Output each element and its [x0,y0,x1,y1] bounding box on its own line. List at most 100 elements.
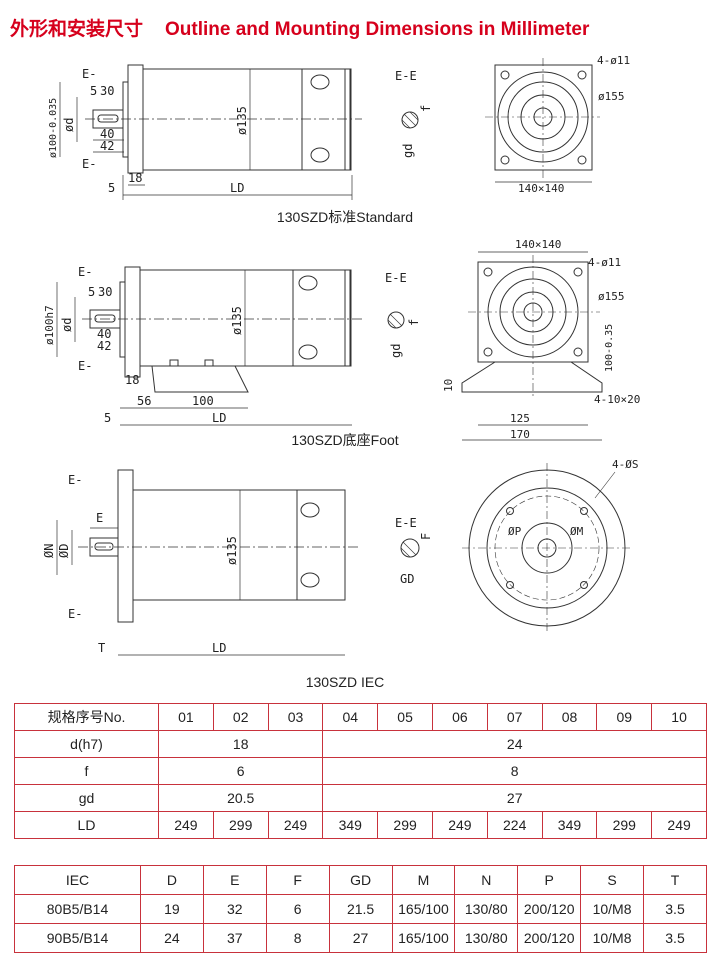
table-cell: 3.5 [643,923,707,953]
table-cell: 37 [202,923,267,953]
len40-label: 40 [100,127,114,141]
header-cell: T [643,865,707,895]
section-label: E-E [395,516,417,530]
table-row: LD 249 299 249 349 299 249 224 349 299 2… [14,811,707,839]
ld-label: LD [230,181,244,195]
len40-label: 40 [97,327,111,341]
header-cell: 10 [651,703,707,731]
foot-caption: 130SZD底座Foot [291,432,398,448]
header-cell: 01 [158,703,214,731]
f-label: F [419,533,433,540]
header-cell: E [202,865,267,895]
row-label: LD [14,811,159,839]
title-en: Outline and Mounting Dimensions in Milli… [165,19,590,40]
section-label: E-E [395,69,417,83]
table-cell: 299 [377,811,433,839]
square-label: 140×140 [515,238,561,251]
slots-label: 4-10×20 [594,393,640,406]
shaft-dia-label: ød [60,318,74,332]
len42-label: 42 [97,339,111,353]
header-cell: 04 [322,703,379,731]
iec-side-view [56,469,358,656]
table-cell: 349 [541,811,598,839]
pcd-label: ø155 [598,290,625,303]
e-top-label: E- [68,473,82,487]
table-cell: 21.5 [328,894,393,924]
m-label: ØM [570,525,584,538]
e-top-label: E- [82,67,96,81]
header-cell: 02 [212,703,269,731]
table-cell: 200/120 [517,923,582,953]
header-cell: P [517,865,582,895]
table-cell: 27 [322,784,707,812]
table-cell: 8 [265,923,330,953]
table-cell: 90B5/B14 [14,923,141,953]
table-cell: 8 [322,757,707,785]
f-label: f [407,319,421,326]
key-label: 5 [88,285,95,299]
body-dia-label: ø135 [225,536,239,565]
shaft-len-label: 30 [98,285,112,299]
header-cell: S [580,865,644,895]
header-cell: F [265,865,330,895]
spec-table: 规格序号No. 01 02 03 04 05 06 07 08 09 10 d(… [14,703,707,839]
table-cell: 10/M8 [580,923,644,953]
dimension-drawings: E- E- 5 30 ø100-0.035 ød 40 42 ø135 18 5… [42,54,640,690]
table-cell: 224 [486,811,543,839]
table-cell: 165/100 [391,923,456,953]
iec-caption: 130SZD IEC [306,674,385,690]
standard-end-view [485,58,600,183]
key-label: 5 [90,84,97,98]
header-cell: M [391,865,456,895]
standard-side-view [59,64,362,200]
len42-label: 42 [100,139,114,153]
iec-section-view [400,538,420,558]
gd-label: gd [401,144,415,158]
table-row: d(h7) 18 24 [14,730,707,758]
foot-end-view [461,251,603,441]
header-cell: D [140,865,204,895]
foot-side-view [56,266,362,426]
ld-label: LD [212,641,226,655]
table-cell: 27 [328,923,393,953]
foot-offset-label: 56 [137,394,151,408]
table-cell: 20.5 [157,784,324,812]
header-cell: 规格序号No. [14,703,159,731]
table-cell: 24 [322,730,707,758]
pcd-label: ø155 [598,90,625,103]
table-cell: 3.5 [643,894,707,924]
height-label: 100-0.35 [604,324,615,372]
standard-section-view [401,111,419,129]
table-cell: 32 [202,894,267,924]
body-dia-label: ø135 [235,106,249,135]
table-header-row: 规格序号No. 01 02 03 04 05 06 07 08 09 10 [14,703,707,731]
flange-thickness-label: 18 [125,373,139,387]
foot-labels: E- E- 5 30 ø100h7 ød 40 42 ø135 18 56 10… [43,238,640,448]
table-cell: 24 [140,923,204,953]
row-label: d(h7) [14,730,159,758]
row-label: f [14,757,159,785]
iec-end-view [462,463,632,633]
section-label: E-E [385,271,407,285]
table-cell: 249 [431,811,488,839]
gd-label: GD [400,572,414,586]
foot-section-view [387,311,405,329]
table-cell: 165/100 [391,894,456,924]
gd-label: gd [389,344,403,358]
e-top-label: E- [78,265,92,279]
table-cell: 6 [265,894,330,924]
square-label: 140×140 [518,182,564,195]
d-dia-label: ØD [57,544,71,558]
t-label: T [98,641,105,655]
flange-thickness-label: 18 [128,171,142,185]
standard-labels: E- E- 5 30 ø100-0.035 ød 40 42 ø135 18 5… [48,54,630,225]
base-height-label: 10 [442,379,455,392]
table-cell: 80B5/B14 [14,894,141,924]
table-cell: 18 [157,730,324,758]
header-cell: 08 [541,703,598,731]
header-cell: 03 [267,703,324,731]
